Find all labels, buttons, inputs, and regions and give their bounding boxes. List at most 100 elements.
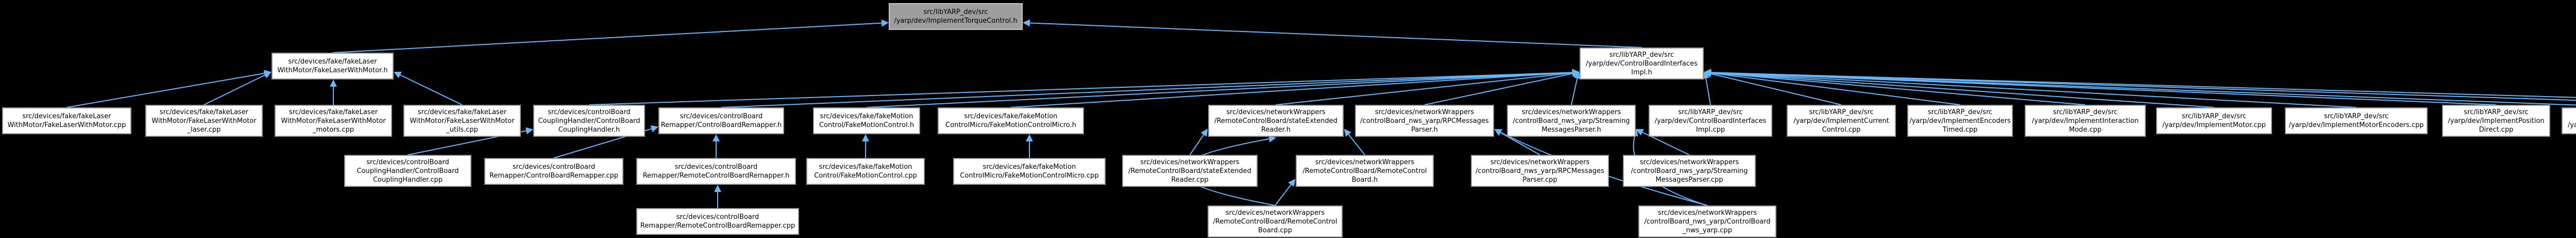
graph-node-n17[interactable]: src/libYARP_dev/src/yarp/dev/ImplementMo… [2285, 107, 2428, 134]
node-label-line: src/devices/networkWrappers [1315, 158, 1415, 166]
node-label-line: MessagesParser.cpp [1655, 176, 1723, 184]
node-label-line: /controlBoard_nws_yarp/Streaming [1513, 117, 1630, 125]
node-label-line: /yarp/dev/ImplementMotorEncoders.cpp [2289, 121, 2424, 129]
include-edge-p2-to-m7 [1275, 179, 1296, 206]
node-label-line: src/libYARP_dev/src [1927, 108, 1993, 116]
graph-node-n11[interactable]: src/devices/networkWrappers/controlBoard… [1507, 105, 1636, 137]
node-label-line: Reader.cpp [1171, 176, 1209, 184]
node-label-line: /yarp/dev/ImplementMotor.cpp [2162, 121, 2266, 129]
graph-node-n16[interactable]: src/libYARP_dev/src/yarp/dev/ImplementMo… [2156, 107, 2272, 134]
include-edge-n2-to-l2a [204, 71, 272, 105]
node-label-line: Impl.cpp [1696, 125, 1725, 134]
graph-node-n15[interactable]: src/libYARP_dev/src/yarp/dev/ImplementIn… [2025, 105, 2146, 137]
node-label-line: _laser.cpp [187, 125, 221, 134]
node-label-line: /yarp/dev/ControlBoardInterfaces [1654, 117, 1767, 125]
graph-node-m6[interactable]: src/devices/networkWrappers/RemoteContro… [1122, 155, 1258, 187]
node-label-line: src/devices/networkWrappers [1639, 158, 1739, 166]
node-label-line: ControlMicro/FakeMotionControlMicro.cpp [960, 172, 1099, 180]
node-label-line: /RemoteControlBoard/stateExtended [1214, 117, 1337, 125]
node-label-line: /yarp/dev/ControlBoardInterfaces [1586, 59, 1698, 68]
graph-node-n10[interactable]: src/devices/networkWrappers/controlBoard… [1355, 105, 1494, 137]
node-label-line: /RemoteControlBoard/RemoteControl [1213, 217, 1337, 226]
node-label-line: CouplingHandler/ControlBoard [357, 167, 459, 175]
node-label-line: src/devices/controlBoard [366, 158, 449, 166]
include-edge-n20-to-l2b [1703, 69, 2576, 101]
node-label-line: src/devices/fake/fakeMotion [982, 163, 1076, 171]
graph-node-n9[interactable]: src/devices/networkWrappers/RemoteContro… [1208, 105, 1344, 137]
graph-node-m8[interactable]: src/devices/networkWrappers/controlBoard… [1471, 155, 1609, 187]
include-edge-n8-to-l2b [1010, 69, 1580, 108]
include-edge-n13-to-l2b [1703, 70, 1842, 105]
node-label-line: CouplingHandler.cpp [372, 176, 443, 184]
graph-node-n18[interactable]: src/libYARP_dev/src/yarp/dev/ImplementPo… [2442, 105, 2550, 137]
node-label-line: MessagesParser.h [1541, 125, 1601, 134]
node-label-line: /yarp/dev/ImplementRemoteVariables.cpp [2567, 121, 2576, 129]
node-label-line: src/devices/fake/fakeLaser [288, 58, 377, 66]
node-label-line: src/devices/controlBoard [676, 213, 759, 221]
node-label-line: src/devices/fake/fakeLaser [289, 108, 378, 116]
node-label-line: Board.cpp [1258, 226, 1292, 234]
graph-node-n14[interactable]: src/libYARP_dev/src/yarp/dev/ImplementEn… [1907, 105, 2013, 137]
include-edge-n21-to-l2b [1703, 69, 2576, 98]
graph-node-l2b[interactable]: src/libYARP_dev/src/yarp/dev/ControlBoar… [1580, 47, 1704, 80]
graph-node-m9[interactable]: src/devices/networkWrappers/controlBoard… [1623, 155, 1756, 187]
node-label-line: src/devices/fake/fakeMotion [819, 163, 912, 171]
graph-node-n12[interactable]: src/libYARP_dev/src/yarp/dev/ControlBoar… [1649, 105, 1772, 137]
node-label-line: /controlBoard_nws_yarp/ControlBoard [1644, 217, 1771, 226]
node-label-line: Remapper/ControlBoardRemapper.h [660, 121, 782, 129]
node-label-line: /yarp/dev/ImplementInteraction [2031, 117, 2139, 125]
include-edge-n16-to-l2b [1703, 69, 2214, 108]
graph-node-n13[interactable]: src/libYARP_dev/src/yarp/dev/ImplementCu… [1787, 105, 1896, 137]
node-label-line: CouplingHandler/ControlBoard [538, 117, 640, 125]
node-label-line: src/devices/networkWrappers [1140, 158, 1240, 166]
include-edge-m7-to-n9 [1344, 129, 1365, 155]
node-label-line: Remapper/RemoteControlBoardRemapper.h [642, 172, 790, 180]
node-label-line: src/libYARP_dev/src [2464, 108, 2529, 116]
graph-node-p3[interactable]: src/devices/networkWrappers/controlBoard… [1638, 205, 1776, 237]
node-label-line: src/devices/networkWrappers [1490, 158, 1590, 166]
node-label-line: src/devices/controlBoard [674, 163, 758, 171]
node-label-line: Remapper/RemoteControlBoardRemapper.cpp [640, 222, 795, 230]
graph-node-root: src/libYARP_dev/src/yarp/dev/ImplementTo… [889, 3, 1023, 30]
node-label-line: Timed.cpp [1942, 125, 1978, 134]
graph-node-m7[interactable]: src/devices/networkWrappers/RemoteContro… [1296, 155, 1434, 187]
node-label-line: Remapper/ControlBoardRemapper.cpp [489, 172, 618, 180]
node-label-line: src/libYARP_dev/src [2324, 113, 2389, 120]
node-label-line: Impl.h [1631, 68, 1652, 76]
include-edge-n17-to-l2b [1703, 69, 2357, 108]
graph-node-n19[interactable]: src/libYARP_dev/src/yarp/dev/ImplementRe… [2562, 107, 2576, 134]
node-label-line: Control/FakeMotionControl.h [819, 121, 914, 129]
include-edge-n6-to-l2b [721, 69, 1580, 108]
include-edge-n19-to-l2b [1703, 69, 2576, 106]
include-edge-n11-to-l2b [1571, 71, 1581, 105]
include-edge-n5-to-l2b [589, 69, 1580, 105]
include-edge-l2b-to-root [1022, 19, 1642, 48]
node-label-line: src/devices/networkWrappers [1225, 209, 1325, 217]
include-edge-n15-to-l2b [1703, 69, 2086, 105]
node-label-line: CouplingHandler.h [558, 125, 620, 134]
node-label-line: src/devices/networkWrappers [1226, 108, 1326, 116]
node-label-line: WithMotor/FakeLaserWithMotor [410, 117, 515, 125]
node-label-line: src/devices/fake/fakeLaser [159, 108, 249, 116]
node-label-line: Parser.h [1411, 125, 1438, 134]
node-label-line: ControlMicro/FakeMotionControlMicro.h [945, 121, 1076, 129]
node-label-line: /yarp/dev/ImplementPosition [2448, 117, 2545, 125]
node-label-line: src/libYARP_dev/src [1609, 51, 1674, 59]
node-label-line: src/devices/controlBoard [512, 163, 596, 171]
graph-node-p2[interactable]: src/devices/networkWrappers/RemoteContro… [1208, 205, 1343, 237]
